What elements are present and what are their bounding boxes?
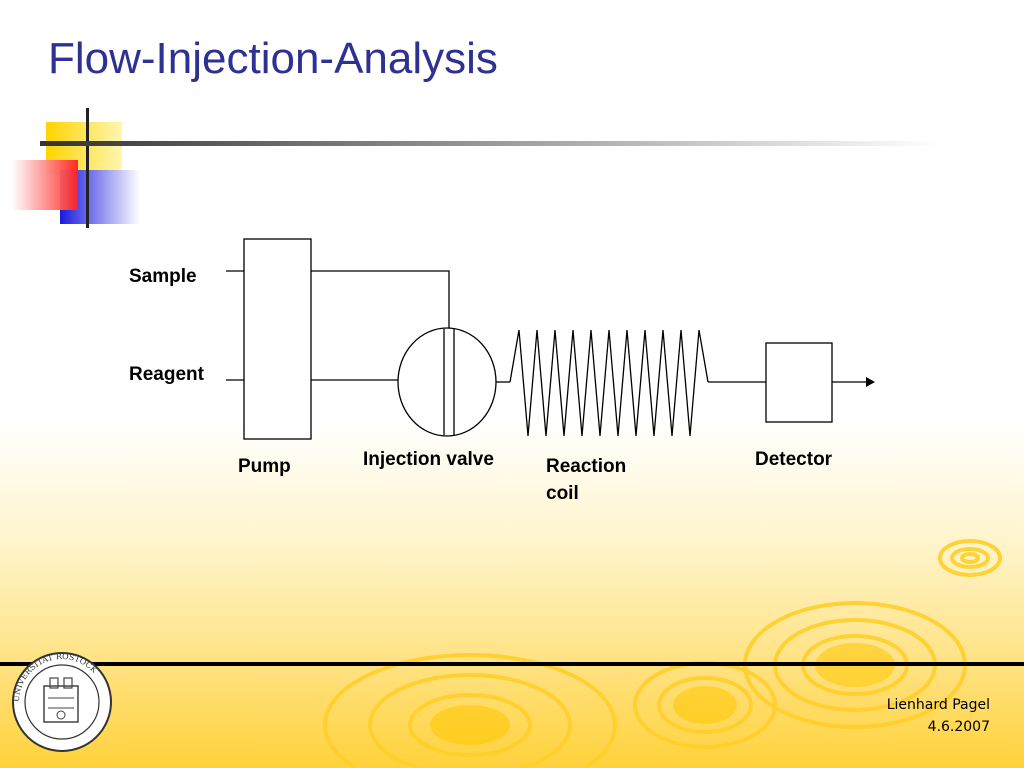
reaction-coil-label-line2: coil: [546, 483, 579, 504]
sample-label: Sample: [129, 266, 197, 287]
reagent-label: Reagent: [129, 364, 204, 385]
reaction-coil-label: Reaction coil: [546, 453, 626, 507]
reaction-coil-zigzag: [509, 329, 709, 437]
detector-label: Detector: [755, 449, 833, 470]
deco-vertical-line: [86, 108, 89, 228]
injection-valve-label: Injection valve: [363, 449, 494, 470]
sample-to-valve-line: [311, 270, 450, 330]
title-decoration: [12, 108, 940, 228]
outlet-arrowhead: [866, 377, 875, 387]
fia-diagram: [226, 238, 875, 440]
deco-red-square: [12, 160, 78, 210]
footer-author: Lienhard Pagel: [886, 697, 990, 713]
reaction-coil-label-line1: Reaction: [546, 456, 627, 477]
university-seal-logo: UNIVERSITAT ROSTOCK: [12, 652, 112, 752]
deco-horizontal-line: [40, 141, 940, 146]
pump-label: Pump: [238, 456, 291, 477]
footer-divider: [0, 662, 1024, 666]
page-title: Flow-Injection-Analysis: [48, 34, 498, 83]
pump-box: [243, 238, 312, 440]
footer-date: 4.6.2007: [927, 719, 990, 735]
